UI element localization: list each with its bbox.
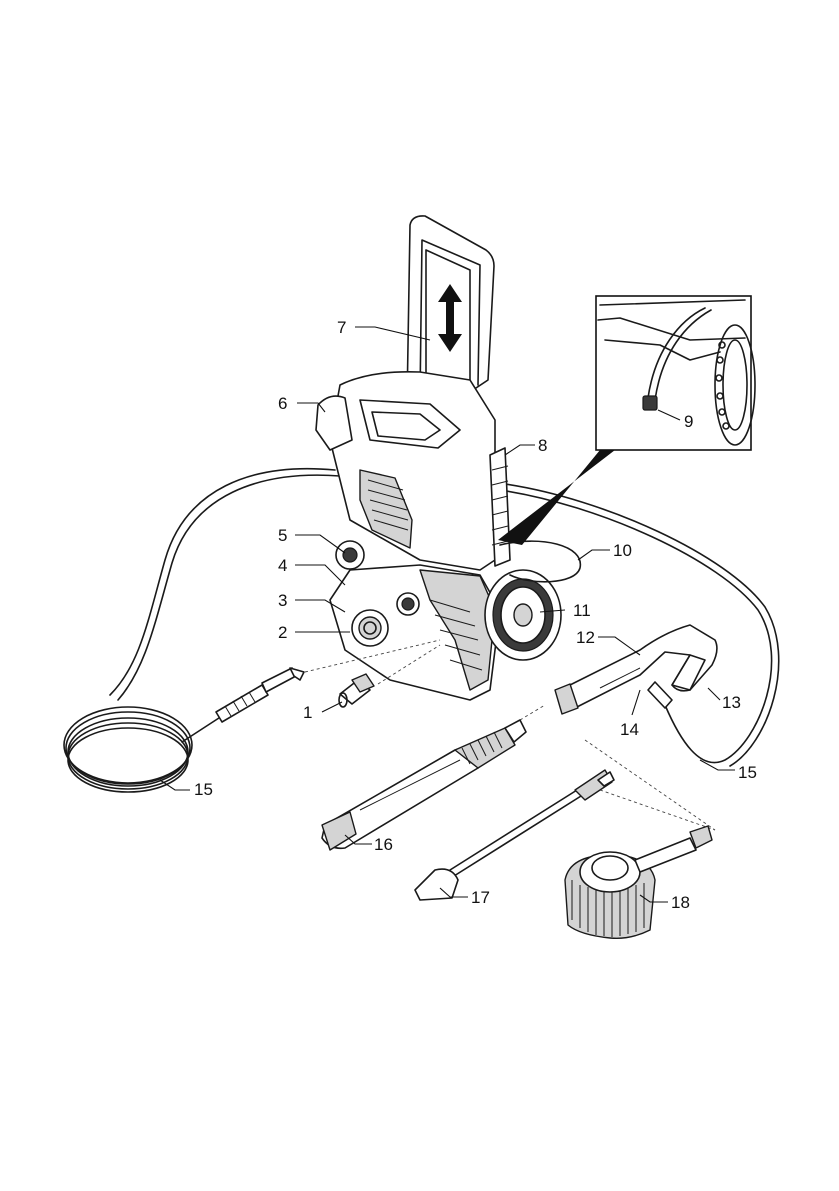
callout-15-left: 15 xyxy=(194,780,213,799)
callout-2: 2 xyxy=(278,623,287,642)
high-pressure-hose xyxy=(64,469,340,792)
callout-9: 9 xyxy=(684,412,693,431)
spray-lance xyxy=(322,720,526,850)
callout-4: 4 xyxy=(278,556,287,575)
callout-11: 11 xyxy=(573,601,591,620)
callout-12: 12 xyxy=(576,628,595,647)
callout-18: 18 xyxy=(671,893,690,912)
double-arrow-vertical-icon xyxy=(438,284,462,352)
callout-17: 17 xyxy=(471,888,490,907)
hose-connector xyxy=(339,674,374,707)
callout-3: 3 xyxy=(278,591,287,610)
wash-brush xyxy=(565,826,712,938)
callout-5: 5 xyxy=(278,526,287,545)
callout-14: 14 xyxy=(620,720,639,739)
callout-7: 7 xyxy=(337,318,346,337)
callout-15-right: 15 xyxy=(738,763,757,782)
callout-6: 6 xyxy=(278,394,287,413)
callout-10: 10 xyxy=(613,541,632,560)
callout-8: 8 xyxy=(538,436,547,455)
callout-1: 1 xyxy=(303,703,312,722)
callout-13: 13 xyxy=(722,693,741,712)
detail-inset xyxy=(498,296,755,545)
callout-16: 16 xyxy=(374,835,393,854)
